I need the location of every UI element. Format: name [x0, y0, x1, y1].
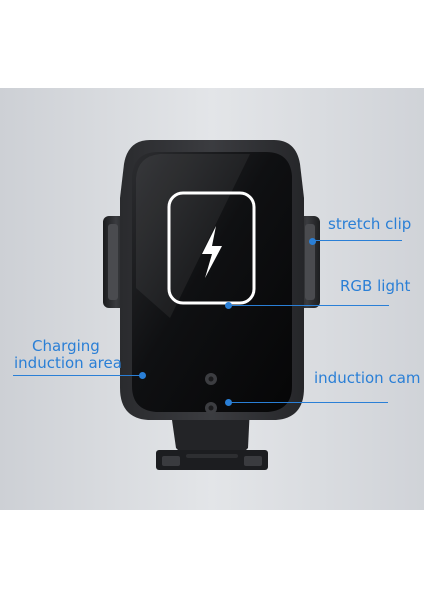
charging-area-line	[13, 375, 143, 376]
charging-area-label-line1: Charging	[32, 337, 100, 355]
product-photo-area	[0, 88, 424, 510]
stretch-clip-line	[312, 240, 402, 241]
charging-area-label-line2: induction area	[14, 354, 122, 372]
charging-glass-panel	[132, 152, 292, 412]
rgb-light-ring	[167, 191, 256, 305]
stretch-clip-label: stretch clip	[328, 215, 412, 233]
induction-cam-line	[228, 402, 388, 403]
phone-holder-illustration	[103, 140, 320, 470]
rgb-light-label: RGB light	[340, 277, 411, 295]
lightning-bolt-icon	[202, 226, 222, 278]
stretch-clip-marker	[308, 237, 316, 245]
rgb-light-line	[228, 305, 389, 306]
induction-cam-label: induction cam	[314, 369, 421, 387]
